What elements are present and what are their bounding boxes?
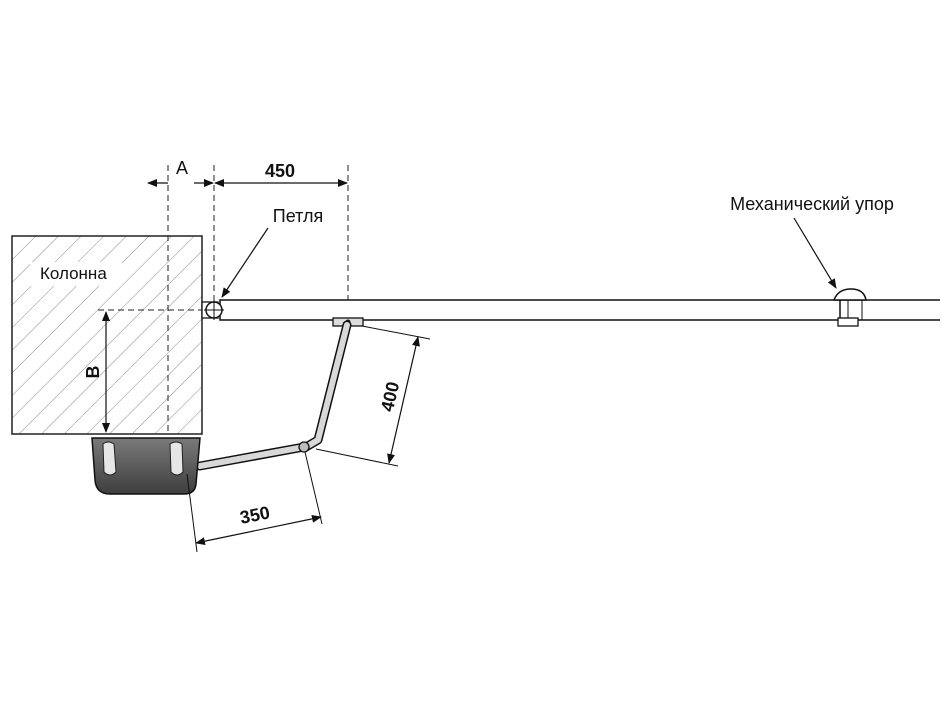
column: Колонна	[11, 235, 203, 435]
dimension-b-label: B	[83, 366, 103, 379]
reference-lines	[98, 165, 349, 434]
hinge-leader	[221, 227, 269, 298]
dimension-400-extension-top	[361, 325, 431, 340]
mechanical-stop-leader	[793, 217, 837, 289]
dimension-400-label: 400	[377, 380, 403, 414]
dimension-350-line	[195, 514, 322, 546]
gate-leaf	[219, 299, 940, 321]
mechanical-stop	[832, 288, 867, 327]
dimension-350-extension-right	[304, 451, 323, 525]
hinge	[201, 300, 224, 320]
hinge-label: Петля	[273, 206, 323, 226]
dimension-350	[186, 451, 323, 553]
dimension-450-label: 450	[265, 161, 295, 181]
column-label: Колонна	[40, 264, 107, 283]
mechanical-stop-label: Механический упор	[730, 194, 894, 214]
dimension-400-line	[387, 336, 420, 464]
operator-arm	[195, 320, 352, 471]
dimension-a-label: A	[176, 158, 188, 178]
motor-unit	[91, 437, 201, 495]
dimension-400-extension-bottom	[315, 448, 399, 467]
dimension-400	[315, 325, 431, 467]
dimension-350-label: 350	[238, 502, 271, 527]
